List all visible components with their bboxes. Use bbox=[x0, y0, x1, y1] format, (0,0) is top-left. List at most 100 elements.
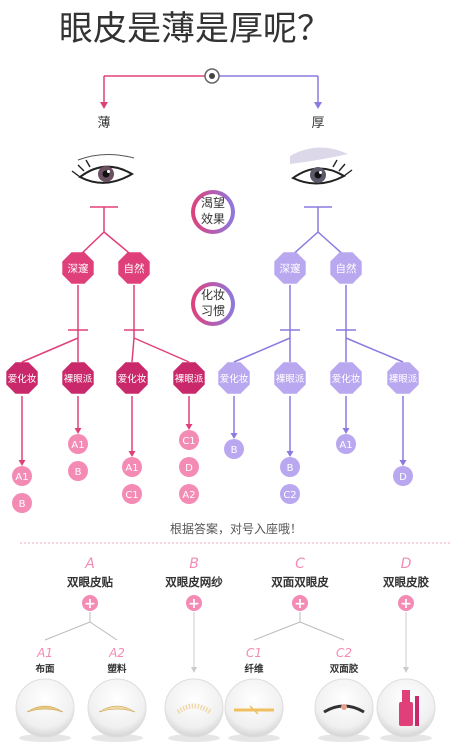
thick-bare_face-label-3: 裸眼派 bbox=[389, 373, 418, 385]
thick-result-2-0 bbox=[336, 434, 356, 454]
thick-loves_makeup-node-0 bbox=[218, 362, 250, 394]
c1-product-image bbox=[224, 678, 284, 742]
thick-result-label-0-0: B bbox=[231, 445, 238, 456]
a2-product-image bbox=[87, 678, 147, 742]
sub-code-C1: C1 bbox=[246, 646, 262, 660]
thin-result-1-0 bbox=[68, 434, 88, 454]
product-D: D 双眼皮胶 + bbox=[382, 556, 429, 673]
question-desired-effect: 渴望 效果 bbox=[191, 190, 235, 234]
product-name-A: 双眼皮贴 bbox=[66, 575, 113, 589]
thin-deep-label: 深邃 bbox=[68, 262, 89, 275]
thick-result-3-0 bbox=[393, 466, 413, 486]
thin-result-3-1 bbox=[179, 457, 199, 477]
plus-symbol-A: + bbox=[84, 596, 96, 612]
product-name-B: 双眼皮网纱 bbox=[164, 575, 223, 589]
a1-product-image bbox=[15, 678, 75, 742]
thin-deep-node bbox=[62, 252, 94, 284]
product-name-D: 双眼皮胶 bbox=[382, 575, 429, 589]
thin-result-label-1-0: A1 bbox=[71, 440, 84, 451]
thick-deep-node bbox=[274, 252, 306, 284]
product-letter-C: C bbox=[295, 556, 305, 572]
thin-result-label-3-2: A2 bbox=[182, 490, 195, 501]
thin-result-2-0 bbox=[122, 457, 142, 477]
top-connector bbox=[100, 68, 322, 109]
question-effect-line1: 渴望 bbox=[201, 196, 225, 210]
thin-result-label-1-1: B bbox=[75, 467, 82, 478]
sub-label-C2: 双面胶 bbox=[329, 663, 359, 675]
thin-result-0-1 bbox=[12, 493, 32, 513]
thin-result-label-2-0: A1 bbox=[125, 463, 138, 474]
sub-code-C2: C2 bbox=[336, 646, 352, 660]
thin-bare_face-label-1: 裸眼派 bbox=[64, 373, 93, 385]
question-habit-line2: 习惯 bbox=[201, 303, 225, 318]
page-title: 眼皮是薄是厚呢？ bbox=[59, 9, 331, 49]
thick-eyelid-eye bbox=[290, 147, 353, 185]
thick-deep-label: 深邃 bbox=[280, 262, 301, 275]
thin-result-label-3-1: D bbox=[185, 463, 193, 474]
thin-label: 薄 bbox=[97, 116, 110, 131]
sub-label-A2: 塑料 bbox=[107, 663, 127, 675]
thick-result-label-2-0: A1 bbox=[339, 440, 352, 451]
thin-result-label-0-0: A1 bbox=[15, 472, 28, 483]
plus-symbol-B: + bbox=[188, 596, 200, 612]
plus-symbol-D: + bbox=[400, 596, 412, 612]
question-effect-line2: 效果 bbox=[201, 211, 225, 226]
thin-result-label-2-1: C1 bbox=[125, 490, 138, 501]
question-habit-line1: 化妆 bbox=[201, 288, 225, 302]
thin-natural-node bbox=[118, 252, 150, 284]
thick-bare_face-node-3 bbox=[387, 362, 419, 394]
sub-code-A2: A2 bbox=[108, 646, 125, 660]
thin-bare_face-node-3 bbox=[173, 362, 205, 394]
thin-bare_face-node-1 bbox=[62, 362, 94, 394]
question-makeup-habit: 化妆 习惯 bbox=[191, 282, 235, 326]
thick-result-label-3-0: D bbox=[399, 472, 407, 483]
thick-result-1-0 bbox=[280, 457, 300, 477]
sub-label-A1: 布面 bbox=[34, 663, 55, 675]
sub-code-A1: A1 bbox=[36, 646, 53, 660]
thin-loves_makeup-node-0 bbox=[6, 362, 38, 394]
thick-natural-node bbox=[330, 252, 362, 284]
thin-eyelid-eye bbox=[71, 154, 135, 184]
thin-result-label-3-0: C1 bbox=[182, 436, 195, 447]
d-product-image bbox=[376, 678, 436, 742]
b-product-image bbox=[164, 678, 224, 742]
thick-loves_makeup-label-0: 爱化妆 bbox=[220, 373, 249, 385]
thin-bare_face-label-3: 裸眼派 bbox=[175, 373, 204, 385]
product-letter-D: D bbox=[401, 556, 412, 572]
product-letter-B: B bbox=[189, 556, 199, 572]
product-name-C: 双面双眼皮 bbox=[270, 575, 329, 589]
product-section: A 双眼皮贴 + A1 布面 A2 塑料 B 双眼皮网纱 + C 双面双眼皮 + C1 纤维 C2 双面胶 D 双眼… bbox=[15, 556, 436, 742]
thin-loves_makeup-label-0: 爱化妆 bbox=[8, 373, 37, 385]
plus-icon-C bbox=[292, 595, 308, 611]
thin-result-label-0-1: B bbox=[19, 499, 26, 510]
answer-note: 根据答案，对号入座哦！ bbox=[170, 521, 302, 536]
thin-result-3-0 bbox=[179, 430, 199, 450]
thick-result-0-0 bbox=[224, 439, 244, 459]
c2-product-image bbox=[314, 678, 374, 742]
thick-bare_face-label-1: 裸眼派 bbox=[276, 373, 305, 385]
thick-result-label-1-1: C2 bbox=[283, 490, 296, 501]
plus-icon-D bbox=[398, 595, 414, 611]
thin-result-0-0 bbox=[12, 466, 32, 486]
plus-symbol-C: + bbox=[294, 596, 306, 612]
thin-loves_makeup-node-2 bbox=[116, 362, 148, 394]
thin-result-1-1 bbox=[68, 461, 88, 481]
thin-loves_makeup-label-2: 爱化妆 bbox=[118, 373, 147, 385]
thick-result-1-1 bbox=[280, 484, 300, 504]
product-A: A 双眼皮贴 + A1 布面 A2 塑料 bbox=[34, 556, 127, 675]
thin-natural-label: 自然 bbox=[124, 262, 145, 275]
product-B: B 双眼皮网纱 + bbox=[164, 556, 223, 673]
thin-branch: 深邃自然爱化妆A1B裸眼派A1B爱化妆A1C1裸眼派C1DA2 bbox=[6, 206, 205, 513]
thin-result-2-1 bbox=[122, 484, 142, 504]
sub-label-C1: 纤维 bbox=[244, 663, 264, 675]
thick-natural-label: 自然 bbox=[336, 262, 357, 275]
thick-loves_makeup-label-2: 爱化妆 bbox=[332, 373, 361, 385]
thick-result-label-1-0: B bbox=[287, 463, 294, 474]
thin-result-3-2 bbox=[179, 484, 199, 504]
product-letter-A: A bbox=[84, 556, 95, 572]
product-C: C 双面双眼皮 + C1 纤维 C2 双面胶 bbox=[244, 556, 358, 675]
thick-label: 厚 bbox=[311, 116, 324, 131]
